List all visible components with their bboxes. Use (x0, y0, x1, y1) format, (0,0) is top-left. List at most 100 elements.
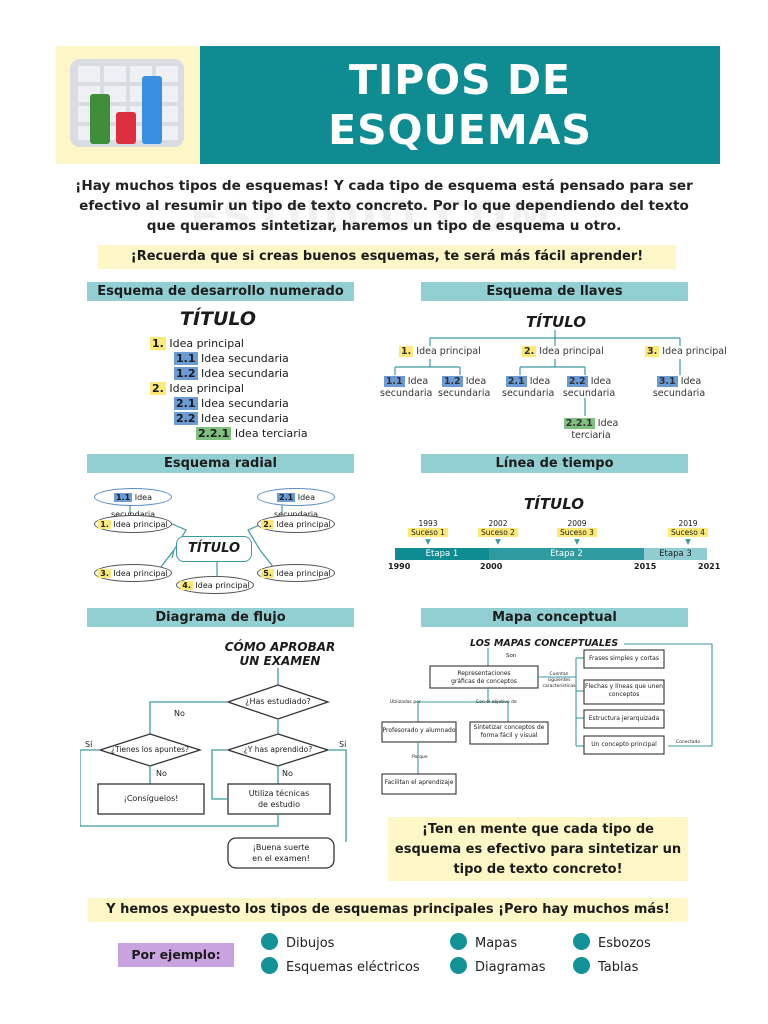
flow-text: en el examen! (252, 854, 310, 863)
event-year: 1993 (418, 519, 438, 528)
event-label: Suceso 3 (557, 528, 597, 537)
concept-text: Cuentan siguientes (547, 672, 571, 683)
example-item: Diagramas (450, 957, 546, 977)
example-item-label: Dibujos (286, 936, 335, 951)
event-year: 2009 (567, 519, 587, 528)
final-note-line: ¡Ten en mente que cada tipo de (422, 822, 654, 837)
llaves-number: 1. (399, 346, 414, 357)
chart-logo-box (56, 46, 200, 164)
radial-number: 2.1 (277, 493, 296, 502)
flow-text: Utiliza técnicas (248, 789, 310, 798)
outline-number: 1.1 (174, 352, 198, 365)
numbered-outline: 1. Idea principal 1.1 Idea secundaria 1.… (150, 336, 308, 441)
outline-item: 1.2 Idea secundaria (150, 366, 308, 381)
arrow-down-icon: ▼ (574, 537, 580, 546)
concept-text: Representaciones (457, 670, 511, 677)
final-note: ¡Ten en mente que cada tipo de esquema e… (388, 817, 688, 881)
flowchart-title: CÓMO APROBAR UN EXAMEN (210, 640, 350, 668)
flowchart-diagram (80, 668, 347, 869)
radial-number: 1.1 (114, 493, 133, 502)
example-item: Mapas (450, 933, 517, 953)
radial-text: Idea principal (195, 581, 250, 590)
timeline-tick: 2000 (480, 562, 503, 571)
flow-label-si: Sí (85, 740, 93, 749)
outline-text: Idea terciaria (234, 427, 308, 440)
bullet-icon (261, 933, 278, 950)
concept-map-title: LOS MAPAS CONCEPTUALES (470, 638, 619, 649)
llaves-text: Idea (465, 376, 487, 387)
concept-c3: Estructura jerarquizada (588, 715, 660, 722)
radial-text: Idea principal (113, 520, 168, 529)
example-item-label: Mapas (475, 936, 518, 951)
event-label: Suceso 2 (478, 528, 518, 537)
bar-chart-icon (70, 59, 184, 147)
outline-number: 1.2 (174, 367, 198, 380)
outline-number: 2. (150, 382, 166, 395)
llaves-connector-lines (394, 330, 681, 416)
arrow-down-icon: ▼ (495, 537, 501, 546)
llaves-principal-2: 2. Idea principal (522, 346, 604, 358)
radial-node-principal-5: 5. Idea principal (257, 564, 335, 582)
llaves-principal-1: 1. Idea principal (399, 346, 481, 358)
example-item: Esbozos (573, 933, 651, 953)
example-item-label: Diagramas (475, 960, 546, 975)
llaves-number: 2. (522, 346, 537, 357)
outline-item: 2.1 Idea secundaria (150, 396, 308, 411)
llaves-number: 3. (645, 346, 660, 357)
llaves-number: 2.2.1 (563, 418, 595, 429)
concept-profesorado: Profesorado y alumnado (382, 727, 456, 734)
outline-text: Idea secundaria (201, 412, 289, 425)
radial-text: Idea principal (113, 569, 168, 578)
radial-node-secundaria-1-1: 1.1 Idea secundaria (94, 488, 172, 519)
flow-label-si: Sí (339, 740, 347, 749)
arrow-down-icon: ▼ (425, 537, 431, 546)
concept-text: conceptos (608, 691, 640, 698)
llaves-text: Idea (597, 418, 619, 429)
bullet-icon (450, 957, 467, 974)
example-item-label: Tablas (598, 960, 639, 975)
outline-text: Idea secundaria (201, 397, 289, 410)
llaves-text: Idea principal (539, 346, 604, 357)
flow-label-no: No (174, 709, 185, 718)
flow-question-2: ¿Tienes los apuntes? (111, 745, 189, 754)
concept-utilizadas: Utilizadas por (390, 700, 421, 705)
arrow-down-icon: ▼ (685, 537, 691, 546)
llaves-number: 2.1 (505, 376, 527, 387)
radial-node-principal-3: 3. Idea principal (94, 564, 172, 582)
timeline-tick: 2021 (698, 562, 721, 571)
example-item: Esquemas eléctricos (261, 957, 420, 977)
intro-text: ¡Hay muchos tipos de esquemas! Y cada ti… (60, 176, 708, 236)
flow-text: ¡Buena suerte (252, 843, 310, 852)
event-label: Suceso 4 (668, 528, 708, 537)
flowchart-title-line: UN EXAMEN (239, 654, 321, 668)
concept-c1: Frases simples y cortas (589, 655, 659, 662)
flow-label-no: No (282, 769, 293, 778)
concept-c4: Un concepto principal (591, 741, 657, 748)
page-title: TIPOS DE ESQUEMAS (200, 46, 720, 164)
outline-number: 2.2.1 (196, 427, 232, 440)
radial-text: Idea principal (276, 569, 331, 578)
radial-text: Idea principal (276, 520, 331, 529)
llaves-text: secundaria (502, 388, 555, 399)
timeline-stage: Etapa 1 (425, 549, 459, 559)
outline-item: 2. Idea principal (150, 381, 308, 396)
llaves-principal-3: 3. Idea principal (645, 346, 727, 358)
llaves-text: Idea (529, 376, 551, 387)
outline-text: Idea principal (169, 337, 244, 350)
event-label: Suceso 1 (408, 528, 448, 537)
tiempo-title: TÍTULO (524, 495, 584, 513)
outline-text: Idea secundaria (201, 352, 289, 365)
radial-number: 1. (98, 520, 111, 529)
llaves-text: secundaria (652, 388, 706, 399)
radial-node-secundaria-2-1: 2.1 Idea secundaria (257, 488, 335, 519)
concept-text: Flechas y líneas que unen (585, 683, 663, 690)
concept-text: gráficas de conceptos (451, 678, 517, 685)
